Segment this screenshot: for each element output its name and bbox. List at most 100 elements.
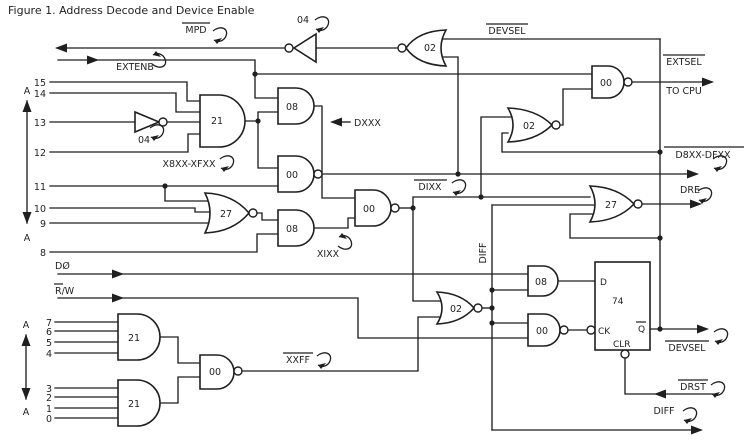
- ff-part-number: 74: [612, 297, 624, 307]
- curly-arrow-inv-top: [314, 16, 330, 34]
- label-to-cpu: TO CPU: [665, 86, 702, 97]
- addr-bit: 0: [46, 414, 52, 425]
- gate-label: 08: [535, 277, 547, 288]
- ff-ck-pin: CK: [598, 327, 611, 337]
- gate-nor-top: 02: [397, 29, 448, 67]
- wire-a7-a4: [54, 321, 119, 354]
- gate-and-addr-hi: 21: [117, 313, 161, 361]
- label-mpd: MPD: [185, 25, 206, 36]
- gate-nor-x1xx: 27: [203, 192, 258, 234]
- label-drst: DRST: [680, 382, 706, 393]
- label-x8xx-xfxx: X8XX-XFXX: [162, 159, 216, 170]
- gate-label: 00: [286, 170, 298, 181]
- addr-bit: 1: [46, 404, 52, 415]
- wire-a12: [49, 133, 201, 153]
- gate-label: 00: [363, 204, 375, 215]
- gate-label: 21: [128, 399, 140, 410]
- ck-bubble: [586, 325, 596, 335]
- gate-inverter-top: 04: [284, 15, 317, 64]
- ff-clr-pin: CLR: [613, 340, 631, 350]
- ff-qbar-pin: Q: [638, 325, 645, 335]
- label-extsel: EXTSEL: [666, 57, 702, 68]
- curly-arrow-mpd: [212, 27, 228, 45]
- bus-label-a: A: [23, 320, 30, 331]
- addr-bit: 3: [46, 384, 52, 395]
- wire-a14: [49, 92, 201, 113]
- nand-bubble: [313, 169, 323, 179]
- curly-arrow-dixx: [451, 179, 467, 197]
- addr-bit: 9: [40, 219, 46, 230]
- ff-d-pin: D: [600, 278, 607, 288]
- nor-bubble: [397, 43, 407, 53]
- gate-nor-dre: 27: [588, 185, 643, 223]
- gate-nand-d8xx: 00: [277, 155, 323, 193]
- signal-labels: MPD EXTENB DEVSEL EXTSEL TO CPU DXXX X8X…: [54, 22, 744, 417]
- gate-and-x1xx: 08: [277, 209, 315, 247]
- wire-d8xx-tap: [440, 56, 459, 175]
- gate-and-addr-lo: 21: [117, 379, 161, 427]
- address-bit-labels: 15 14 13 12 11 10 9 8 7 6 5 4 3 2 1 0 A …: [23, 78, 52, 425]
- bus-label-a: A: [24, 233, 31, 244]
- wire-drst: [624, 357, 714, 395]
- figure-title: Figure 1. Address Decode and Device Enab…: [8, 4, 255, 17]
- gate-and-a15-a12: 21: [199, 94, 246, 148]
- wire-extenb: [57, 59, 279, 99]
- wire-rw: [57, 297, 529, 339]
- nor-bubble: [633, 199, 643, 209]
- label-dxxx: DXXX: [354, 118, 381, 129]
- inverter-bubble: [284, 43, 294, 53]
- label-devsel-rail: DEVSEL: [488, 26, 526, 37]
- gate-nor-d1ff: 02: [435, 291, 483, 325]
- wire-21hi-out: [159, 336, 201, 364]
- label-xixx: XIXX: [317, 249, 340, 260]
- label-dre: DRE: [680, 185, 700, 196]
- curly-arrow-diff: [682, 407, 698, 425]
- wires: [25, 38, 714, 431]
- addr-bit: 4: [46, 349, 52, 360]
- gate-label: 04: [138, 135, 150, 146]
- wire-a3-a0: [54, 387, 119, 419]
- inverter-bubble: [158, 117, 168, 127]
- wire-nor-mid-out: [559, 88, 593, 126]
- flipflop-74: D 74 CK Q CLR: [586, 261, 651, 359]
- label-rw: R/W: [55, 286, 75, 297]
- gate-label: 27: [605, 200, 617, 211]
- wire-a8: [49, 233, 279, 253]
- gate-nand-ck: 00: [527, 313, 569, 347]
- curly-arrow-inv-a13: [149, 124, 165, 142]
- gate-label: 02: [424, 43, 436, 54]
- nand-bubble: [559, 325, 569, 335]
- nor-bubble: [551, 120, 561, 130]
- gate-label: 02: [450, 304, 462, 315]
- wire-a10: [49, 207, 215, 213]
- gate-label: 21: [128, 333, 140, 344]
- gate-label: 00: [209, 367, 221, 378]
- nand-bubble: [390, 203, 400, 213]
- addr-bit: 12: [34, 148, 46, 159]
- gate-label: 21: [211, 116, 223, 127]
- nand-bubble: [233, 366, 243, 376]
- wire-d1xx-net: [412, 196, 591, 302]
- clr-bubble: [620, 349, 630, 359]
- gate-and-d: 08: [527, 265, 559, 297]
- addr-bit: 8: [40, 248, 46, 259]
- addr-bit: 13: [34, 118, 46, 129]
- gate-inverter-a13: 04: [134, 110, 168, 146]
- curly-arrow-dre: [697, 187, 713, 205]
- curly-arrow-extenb: [151, 50, 167, 68]
- addr-bit: 7: [46, 318, 52, 329]
- gate-label: 02: [523, 121, 535, 132]
- label-dixx: DIXX: [418, 182, 442, 193]
- wire-and21-out: [244, 111, 279, 169]
- gate-nand-d1xx: 00: [354, 189, 400, 227]
- curly-arrow-x8xx: [219, 155, 235, 173]
- label-xxff: XXFF: [286, 355, 310, 366]
- addr-bit: 14: [34, 89, 46, 100]
- label-extenb: EXTENB: [116, 62, 154, 73]
- bus-label-a: A: [23, 407, 30, 418]
- addr-bit: 11: [34, 182, 46, 193]
- wire-xixx: [313, 217, 356, 229]
- gate-nor-mid: 02: [506, 107, 561, 143]
- nor-bubble: [473, 303, 483, 313]
- wire-devsel-loop: [569, 213, 661, 239]
